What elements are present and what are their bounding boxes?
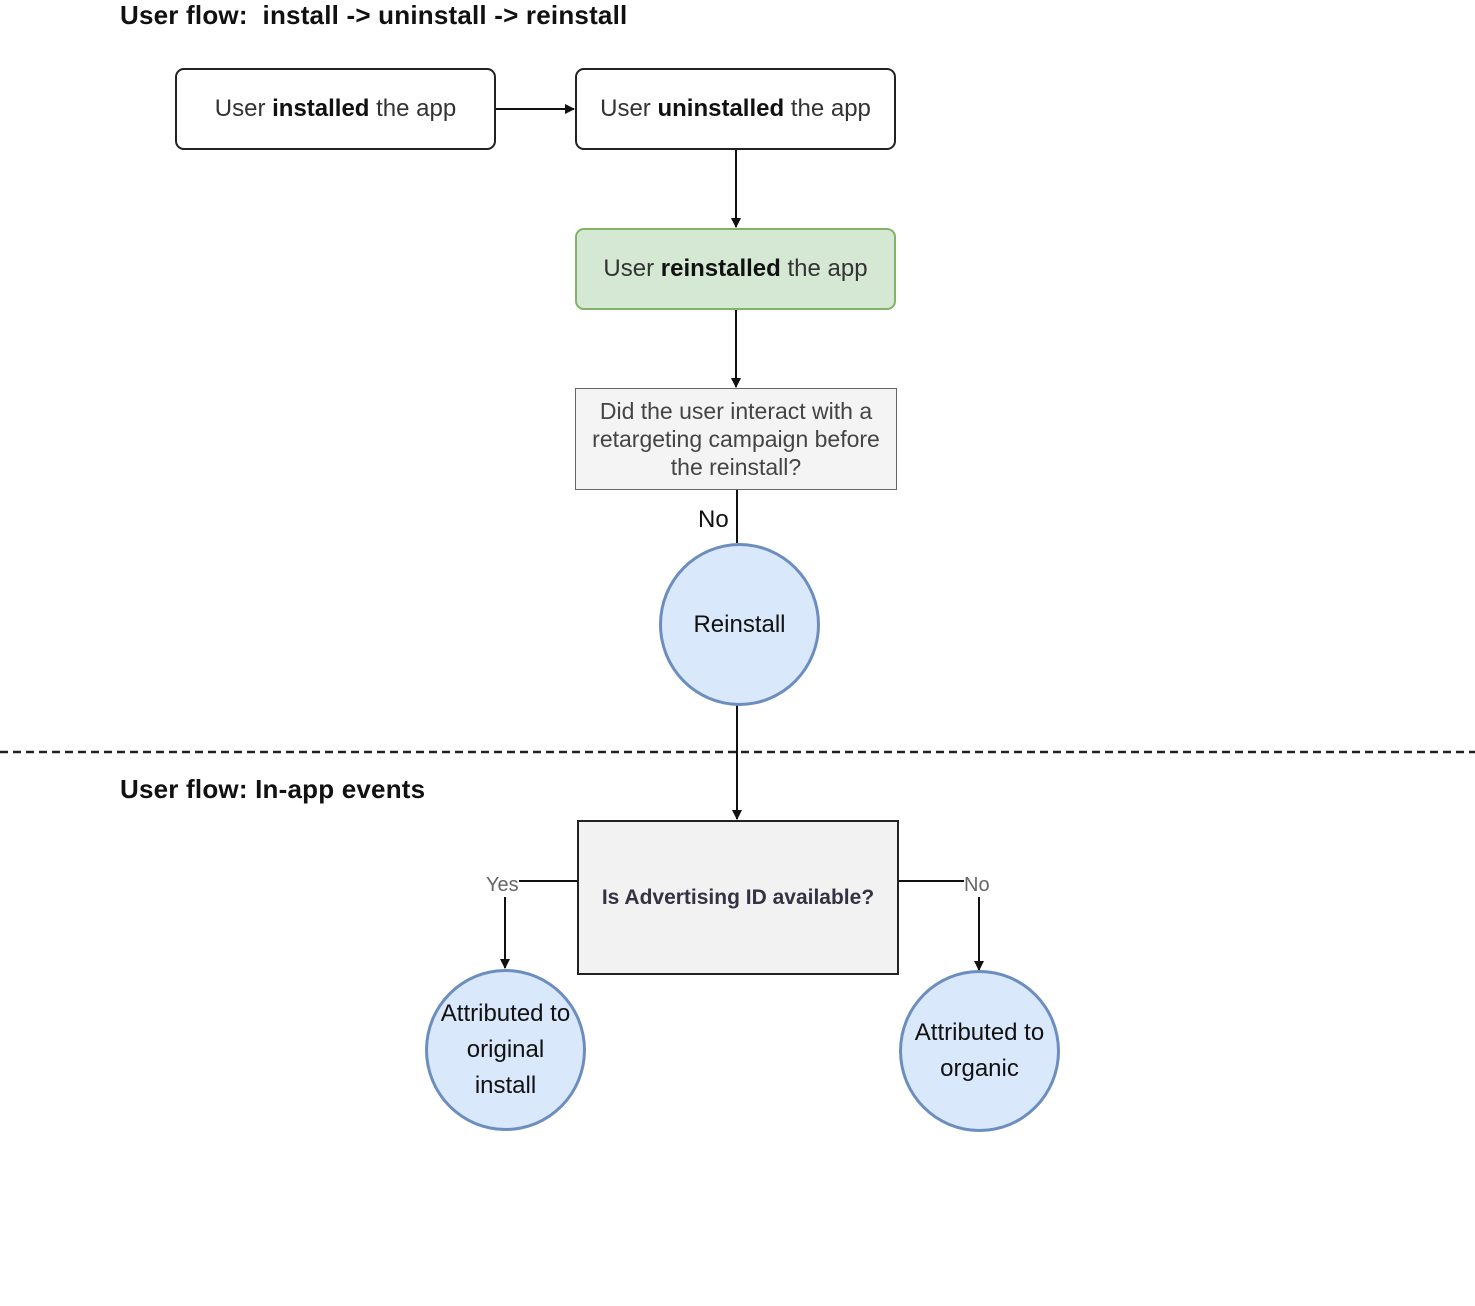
node-attributed-organic: Attributed to organic (899, 970, 1060, 1132)
node-advertising-id-question: Is Advertising ID available? (577, 820, 899, 975)
edge-label-yes: Yes (486, 874, 519, 897)
node-reinstall: Reinstall (659, 543, 820, 706)
top-flow-title: User flow: install -> uninstall -> reins… (120, 0, 628, 30)
edge-label-no-bottom: No (964, 874, 990, 897)
node-attributed-original: Attributed to original install (425, 969, 586, 1131)
node-retargeting-question: Did the user interact with a retargeting… (575, 388, 897, 490)
node-user-reinstalled: User reinstalled the app (575, 228, 896, 310)
edge-label-no-top: No (698, 506, 729, 534)
bottom-flow-title: User flow: In-app events (120, 774, 426, 804)
node-user-installed: User installed the app (175, 68, 496, 150)
node-user-uninstalled: User uninstalled the app (575, 68, 896, 150)
